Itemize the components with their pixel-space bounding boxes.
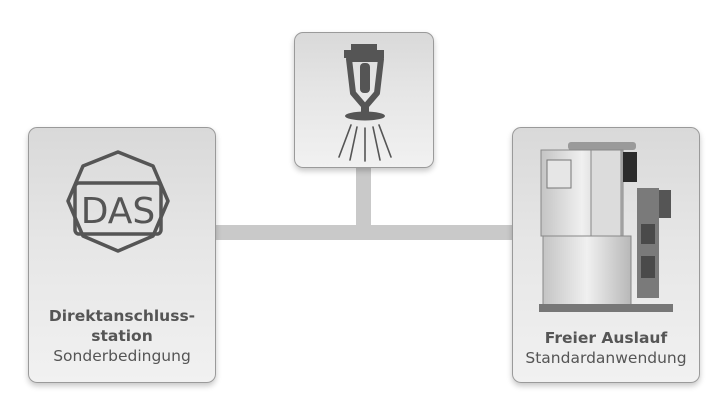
das-title-line1: Direktanschluss-	[48, 307, 196, 325]
das-station-label: Direktanschluss- station Sonderbedingung	[29, 306, 215, 366]
freier-subtitle: Standardanwendung	[525, 349, 687, 367]
sprinkler-icon	[338, 44, 392, 162]
das-station-card: DAS Direktanschluss- station Sonderbedin…	[28, 127, 216, 383]
das-subtitle: Sonderbedingung	[53, 347, 191, 365]
das-octagon-icon: DAS	[66, 150, 170, 253]
vertical-connector-line	[356, 166, 371, 228]
freier-title: Freier Auslauf	[544, 329, 668, 347]
das-title-line2: station	[91, 327, 153, 345]
freier-auslauf-card: Freier Auslauf Standardanwendung	[512, 127, 700, 383]
das-sign-text: DAS	[81, 191, 156, 232]
horizontal-connector-line	[214, 225, 514, 240]
sprinkler-card	[294, 32, 434, 168]
break-tank-unit-icon	[539, 142, 673, 312]
freier-auslauf-label: Freier Auslauf Standardanwendung	[513, 328, 699, 368]
